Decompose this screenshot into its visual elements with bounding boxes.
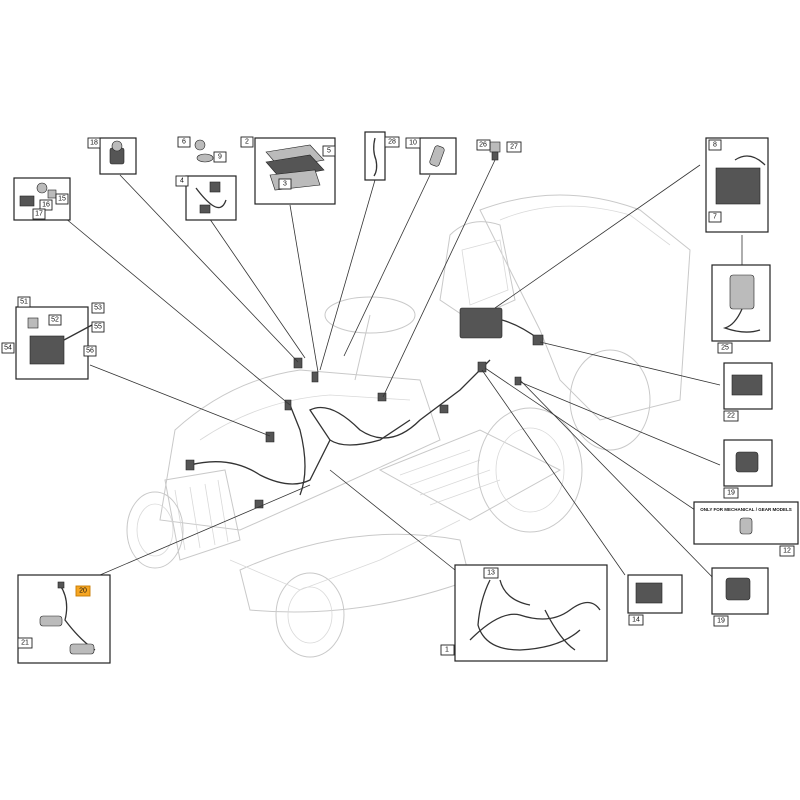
label-15: 15 [58, 196, 66, 203]
part-box-22[interactable] [723, 362, 773, 410]
label-56: 56 [86, 348, 94, 355]
label-9: 9 [218, 154, 222, 161]
part-box-1[interactable] [454, 564, 608, 662]
part-box-28[interactable] [364, 131, 386, 181]
label-22: 22 [727, 413, 735, 420]
label-13: 13 [487, 570, 495, 577]
label-5: 5 [327, 148, 331, 155]
label-3: 3 [283, 181, 287, 188]
label-52: 52 [51, 317, 59, 324]
label-54: 54 [4, 345, 12, 352]
label-8: 8 [713, 142, 717, 149]
label-17: 17 [35, 211, 43, 218]
label-6: 6 [182, 139, 186, 146]
label-55: 55 [94, 324, 102, 331]
label-12: 12 [783, 548, 791, 555]
label-28: 28 [388, 139, 396, 146]
part-box-19a[interactable] [723, 439, 773, 487]
label-51: 51 [20, 299, 28, 306]
label-18: 18 [90, 140, 98, 147]
label-27: 27 [510, 144, 518, 151]
part-box-25[interactable] [711, 264, 771, 342]
part-box-14[interactable] [627, 574, 683, 614]
note-mechanical-gear: ONLY FOR MECHANICAL / GEAR MODELS [700, 507, 791, 512]
label-25: 25 [721, 345, 729, 352]
label-4: 4 [180, 178, 184, 185]
part-group-6-9[interactable] [194, 139, 214, 163]
label-53: 53 [94, 305, 102, 312]
label-1: 1 [445, 647, 449, 654]
part-box-19b[interactable] [711, 567, 769, 615]
part-box-18[interactable] [99, 137, 137, 175]
part-box-21[interactable] [17, 574, 111, 664]
label-26: 26 [479, 142, 487, 149]
label-19-lower: 19 [717, 618, 725, 625]
leader-lines [64, 159, 743, 586]
part-box-10[interactable] [419, 137, 457, 175]
label-14: 14 [632, 617, 640, 624]
label-2: 2 [245, 139, 249, 146]
main-harness-wire [185, 307, 544, 509]
part-group-26-27[interactable] [489, 141, 501, 161]
label-20: 20 [79, 588, 87, 595]
highlight-tag-20[interactable] [75, 585, 91, 597]
label-16: 16 [42, 202, 50, 209]
label-19-upper: 19 [727, 490, 735, 497]
part-box-12[interactable]: ONLY FOR MECHANICAL / GEAR MODELS [693, 501, 799, 545]
part-box-4[interactable] [185, 175, 237, 221]
part-box-2[interactable] [254, 137, 336, 205]
label-21: 21 [21, 640, 29, 647]
label-7: 7 [713, 214, 717, 221]
label-10: 10 [409, 140, 417, 147]
